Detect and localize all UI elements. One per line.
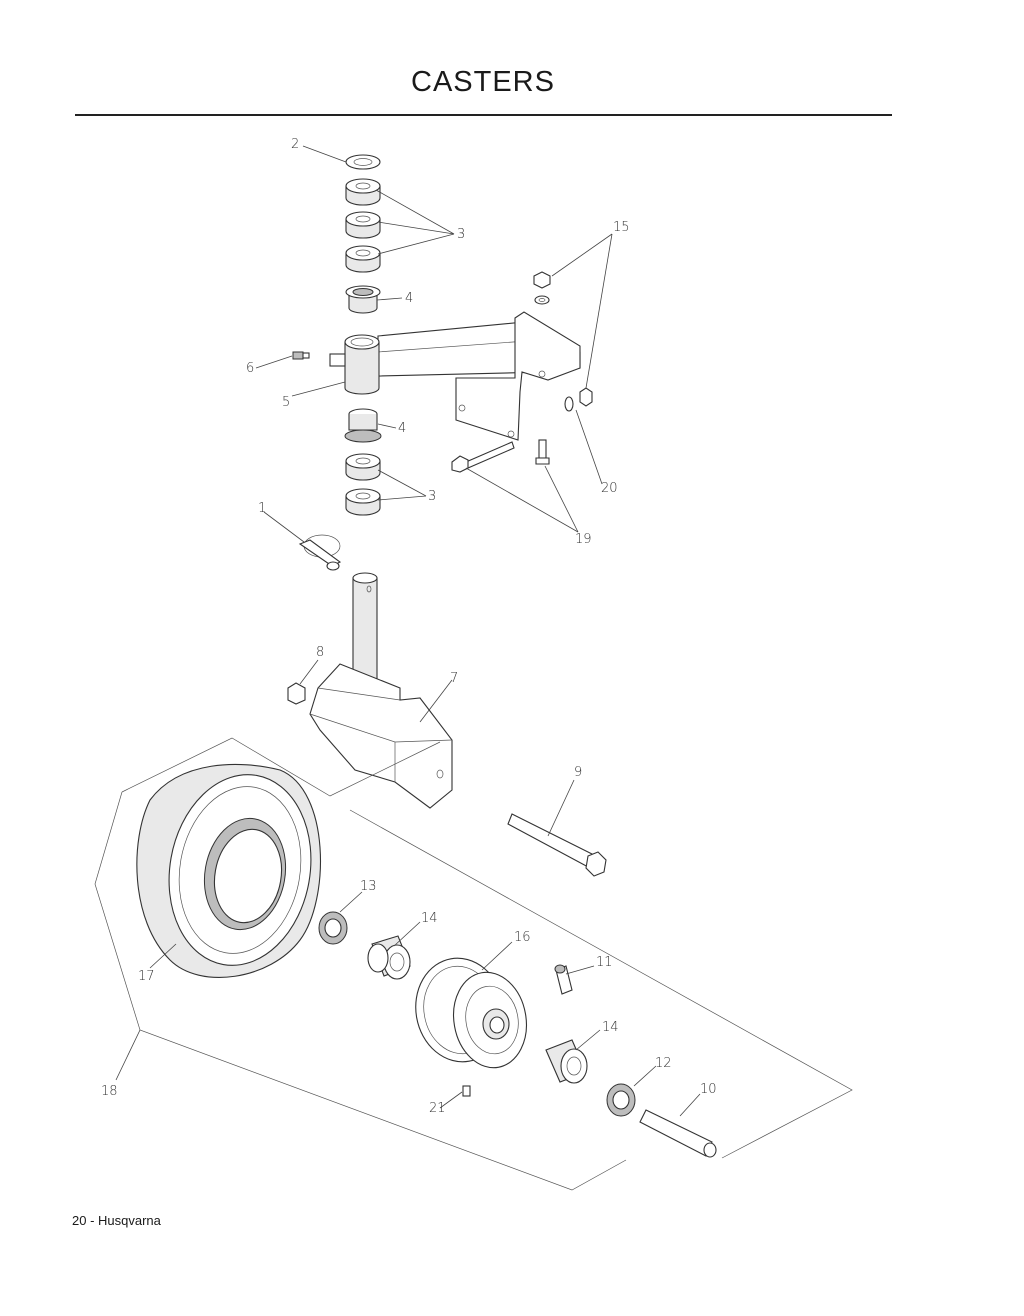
callout-8: 8 (316, 645, 324, 660)
part-7-caster-fork (309, 572, 453, 809)
callout-3-bottom: 3 (428, 489, 436, 504)
part-14-bearing-left (367, 935, 411, 980)
part-1-hitch-pin (298, 534, 342, 571)
callout-9: 9 (574, 765, 582, 780)
leader-lines (115, 145, 701, 1117)
part-12-spacer (606, 1083, 636, 1117)
callout-3-top: 3 (457, 227, 465, 242)
callout-10: 10 (700, 1082, 717, 1097)
callout-6: 6 (246, 361, 254, 376)
part-19-bolts (451, 439, 550, 473)
callout-17: 17 (138, 969, 155, 984)
part-3-spacers-top (345, 178, 381, 273)
part-16-rim (415, 957, 527, 1069)
part-2-washer (345, 154, 381, 170)
title-rule (75, 114, 892, 116)
callout-16: 16 (514, 930, 531, 945)
callout-2: 2 (291, 137, 299, 152)
callout-7: 7 (450, 671, 458, 686)
part-13-spacer (318, 911, 348, 945)
part-6-grease-fitting (292, 351, 310, 360)
callout-21: 21 (429, 1101, 446, 1116)
part-8-nut (287, 682, 306, 705)
callout-12: 12 (655, 1056, 672, 1071)
callout-4-top: 4 (405, 291, 413, 306)
part-20-washer (564, 396, 574, 412)
page-footer: 20 - Husqvarna (72, 1213, 161, 1228)
part-15-locknuts (533, 271, 593, 407)
callout-14-right: 14 (602, 1020, 619, 1035)
callout-4-bottom: 4 (398, 421, 406, 436)
callout-18: 18 (101, 1084, 118, 1099)
callout-15: 15 (613, 220, 630, 235)
part-9-axle-bolt (507, 813, 607, 877)
part-4-bushing-upper (345, 285, 381, 314)
part-10-axle-tube (639, 1109, 717, 1158)
callout-11: 11 (596, 955, 613, 970)
callout-14-left: 14 (421, 911, 438, 926)
callout-5: 5 (282, 395, 290, 410)
part-3-spacers-bottom (345, 453, 381, 516)
callout-20: 20 (601, 481, 618, 496)
part-14-bearing-right (545, 1039, 588, 1084)
part-5-caster-arm (329, 311, 581, 441)
part-11-valve-stem (554, 964, 573, 995)
callout-13: 13 (360, 879, 377, 894)
callout-19: 19 (575, 532, 592, 547)
callout-1: 1 (258, 501, 266, 516)
part-17-tire (136, 763, 321, 978)
page-title: CASTERS (411, 66, 555, 98)
callout-labels: 2 3 15 4 6 5 4 3 20 1 19 8 7 9 13 14 16 … (101, 137, 717, 1116)
part-21-grease-fitting (462, 1085, 471, 1097)
part-4-bushing-lower (344, 408, 382, 443)
